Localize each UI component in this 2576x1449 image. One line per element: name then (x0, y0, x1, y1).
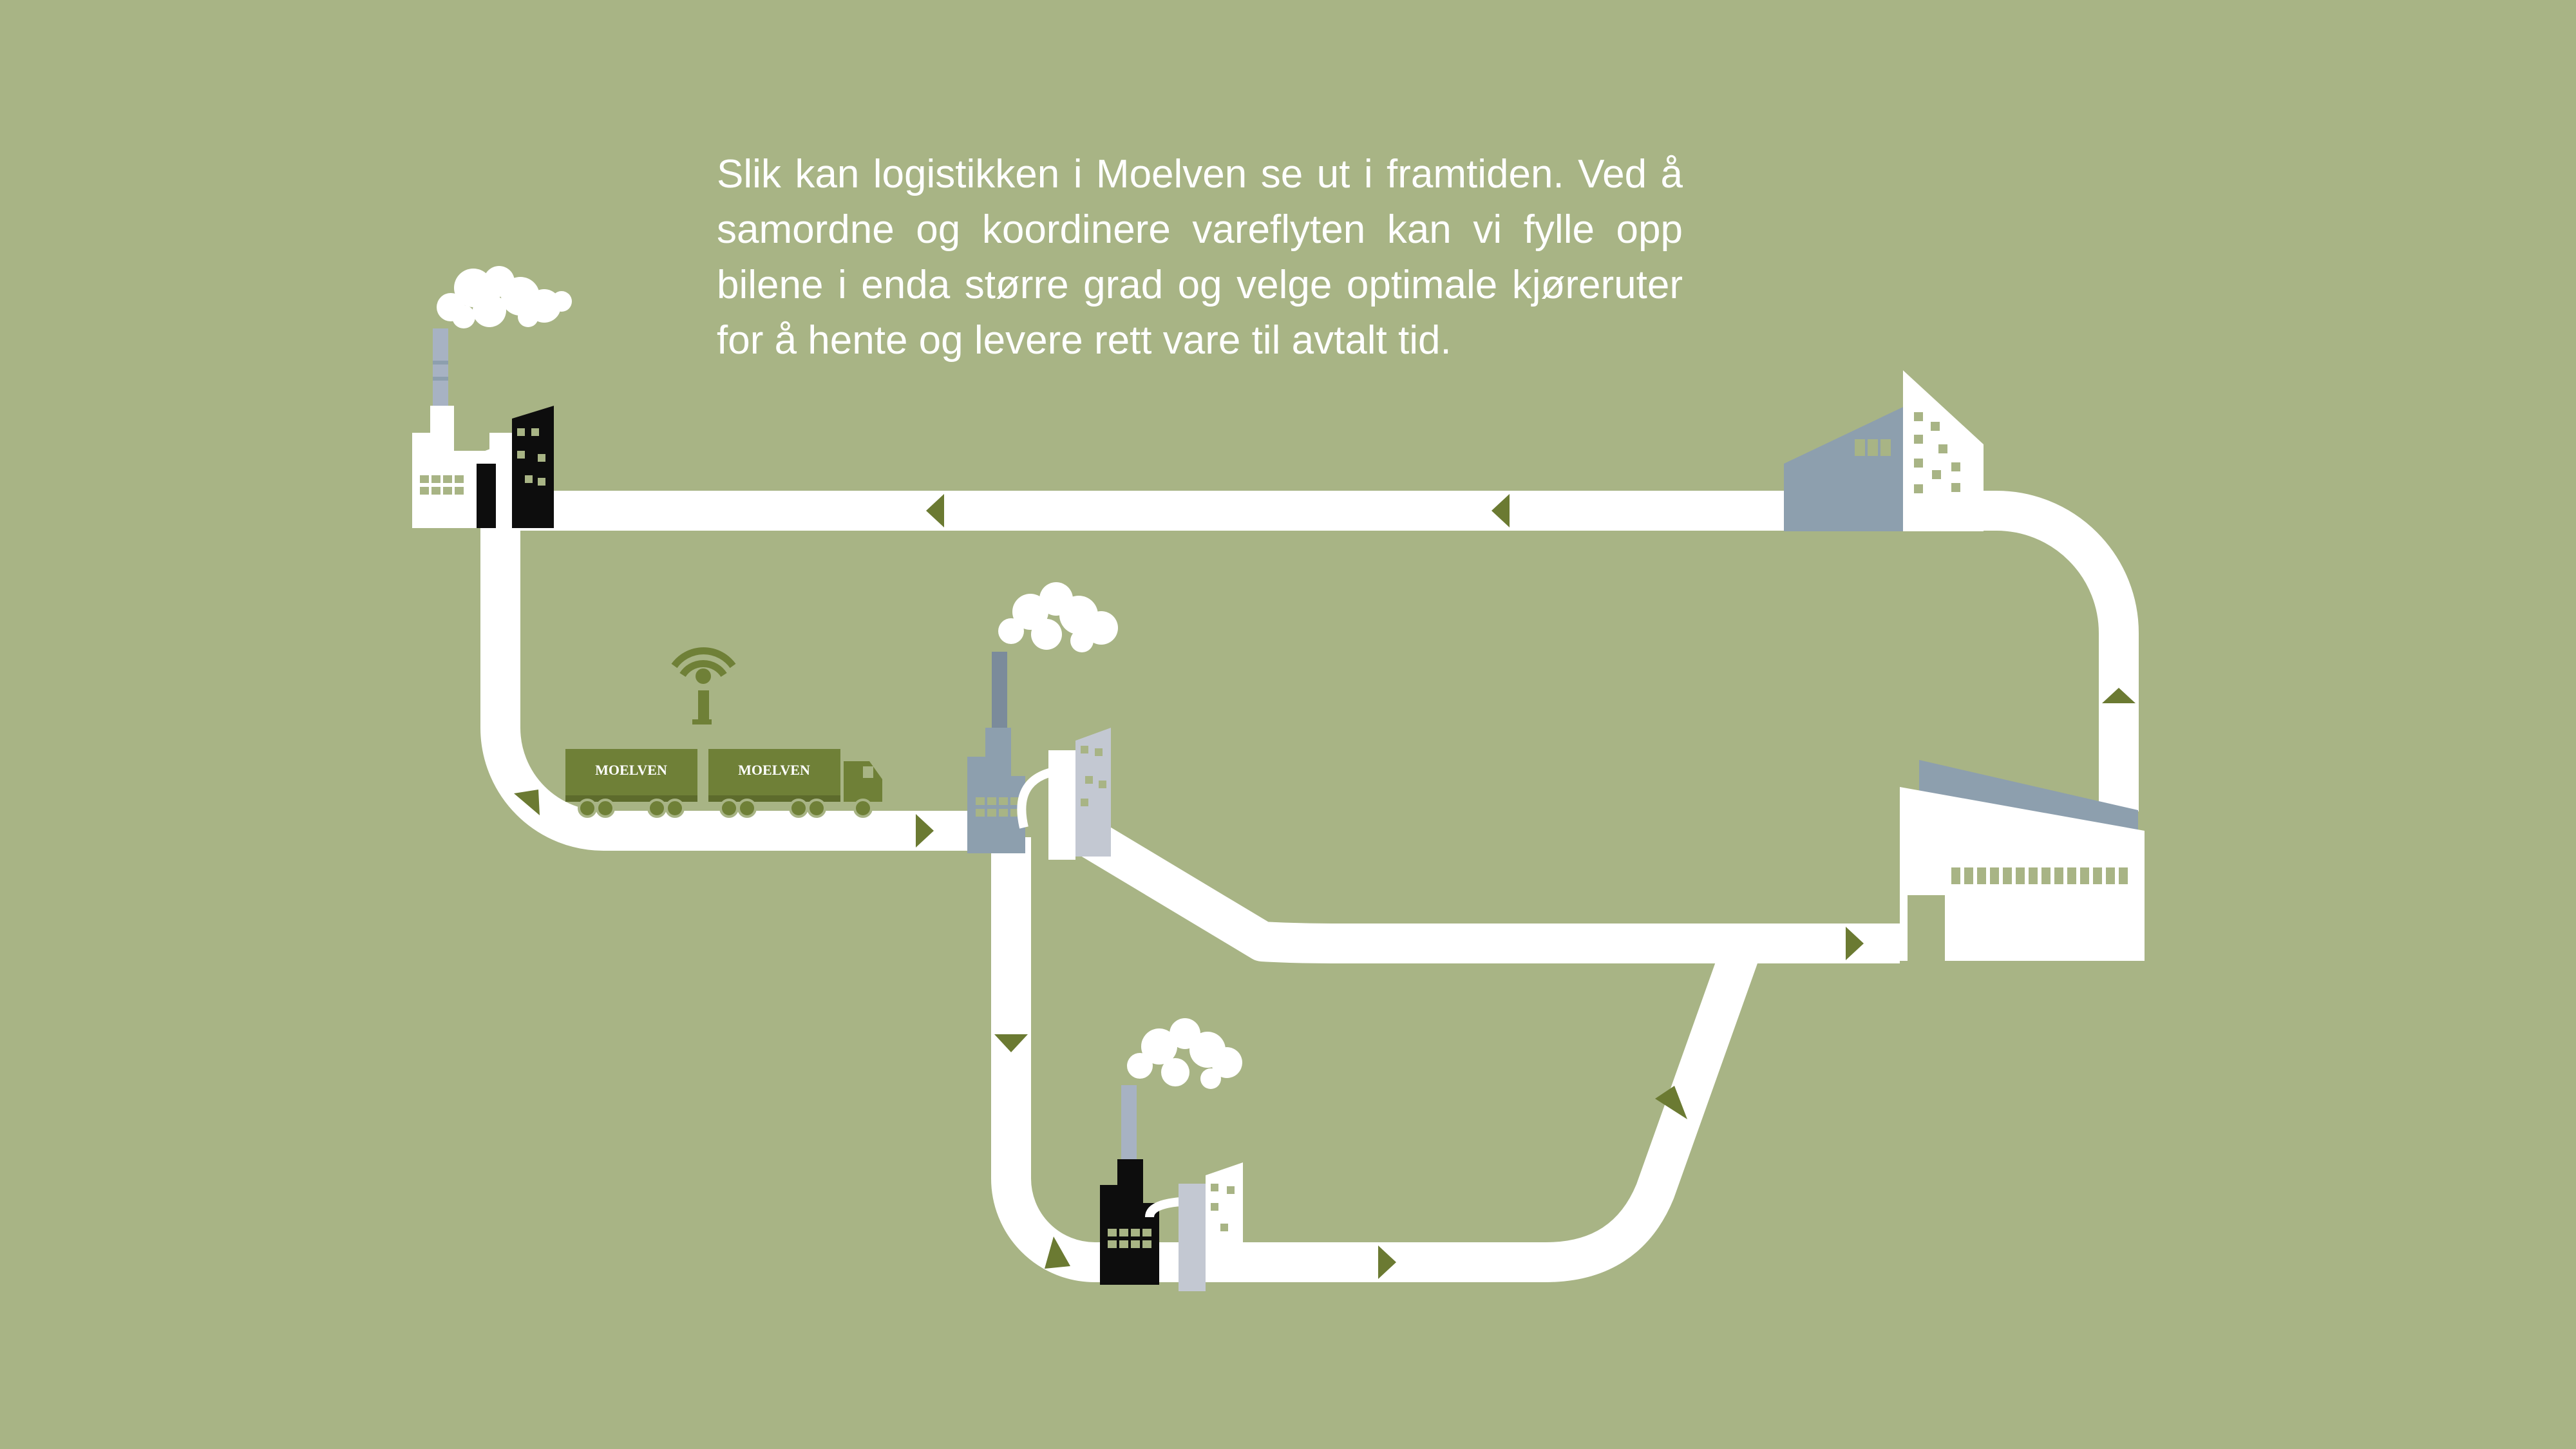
arrow-right-lower (1378, 1245, 1396, 1279)
factory-lower (1100, 1085, 1243, 1291)
arrow-left-1 (926, 494, 944, 527)
info-wifi-icon (671, 647, 736, 724)
arrow-right-truck (916, 814, 934, 848)
road-network (480, 491, 2139, 1282)
arrow-up-right (2102, 688, 2136, 703)
smoke-cloud-icon (437, 266, 572, 328)
smoke-cloud-icon (1127, 1018, 1242, 1089)
arrow-down-center (994, 1034, 1028, 1052)
truck-cab (844, 761, 882, 802)
flow-arrows (514, 494, 2136, 1279)
trailer-1-label: MOELVEN (595, 762, 667, 778)
intro-text: Slik kan logistikken i Moelven se ut i f… (717, 152, 1683, 363)
arrow-lower-curve (1045, 1236, 1070, 1269)
road-center-to-plant (1078, 820, 1900, 963)
arrow-up-diagonal (1655, 1086, 1687, 1119)
truck-trailer-1: MOELVEN (565, 749, 697, 802)
road-lower-loop (991, 837, 1758, 1282)
arrow-right-plant (1846, 927, 1864, 960)
factory-top-left (412, 328, 554, 529)
truck: MOELVEN MOELVEN (565, 749, 882, 818)
arrow-left-2 (1492, 494, 1510, 527)
smoke-cloud-icon (998, 582, 1118, 652)
road-top-right-curve (1945, 491, 2139, 811)
plant-right (1900, 760, 2145, 961)
truck-wheels (578, 799, 873, 818)
factory-center (967, 652, 1111, 860)
trailer-2-label: MOELVEN (738, 762, 810, 778)
truck-trailer-2: MOELVEN (708, 749, 840, 802)
warehouse-top-right (1784, 370, 1984, 531)
arrow-down-left-curve (514, 790, 540, 815)
